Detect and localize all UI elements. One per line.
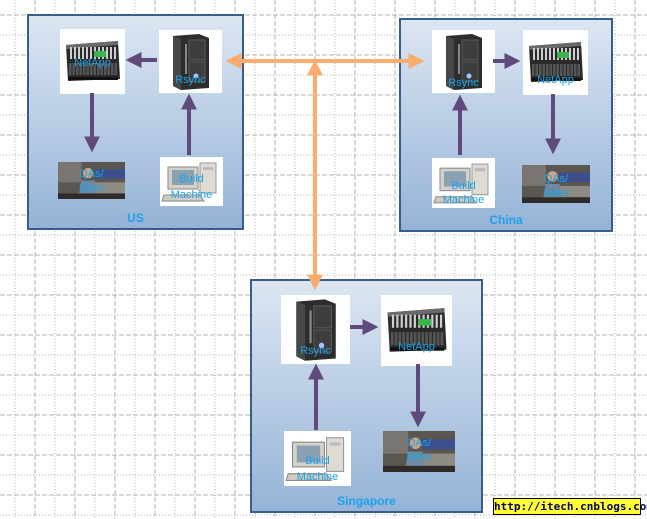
site-label: Singapore — [337, 494, 396, 508]
node-label: Build — [451, 180, 476, 192]
singapore-netapp-node[interactable]: NetApp — [381, 295, 452, 366]
node-label: Machine — [442, 194, 485, 206]
node-label: Machine — [296, 471, 339, 483]
node-label: QAs/ — [79, 168, 104, 180]
node-label: Rsync — [300, 345, 331, 357]
people-photo-icon — [383, 431, 455, 472]
china-rsync-node[interactable]: Rsync — [432, 30, 495, 93]
node-label: Devs — [543, 187, 569, 199]
storage-array-icon — [529, 42, 583, 82]
server-tower-icon — [173, 34, 209, 90]
us-build-node[interactable]: Build Machine — [160, 157, 223, 206]
people-photo-icon — [58, 162, 125, 199]
desktop-computer-icon — [161, 162, 217, 202]
people-photo-icon — [522, 165, 590, 203]
us-netapp-node[interactable]: NetApp — [60, 29, 125, 94]
watermark-url: http://itech.cnblogs.com/ — [493, 498, 647, 515]
node-label: Build — [179, 173, 204, 185]
singapore-rsync-node[interactable]: Rsync — [281, 295, 350, 364]
site-us: NetApp Rsync QAs/ Devs Build — [27, 14, 244, 230]
node-label: Rsync — [448, 77, 479, 89]
node-label: Devs — [406, 451, 432, 463]
desktop-computer-icon — [285, 437, 345, 481]
node-label: NetApp — [398, 341, 435, 353]
node-label: Rsync — [175, 74, 206, 86]
singapore-devs-node[interactable]: QAs/ Devs — [383, 431, 455, 472]
node-label: QAs/ — [406, 437, 432, 449]
node-label: Build — [305, 455, 330, 467]
server-tower-icon — [446, 34, 482, 90]
china-build-node[interactable]: Build Machine — [432, 158, 495, 208]
server-tower-icon — [296, 299, 336, 361]
storage-array-icon — [66, 41, 120, 81]
china-devs-node[interactable]: QAs/ Devs — [522, 165, 590, 203]
node-label: Machine — [170, 189, 213, 201]
site-label: US — [127, 211, 144, 225]
node-label: NetApp — [537, 74, 574, 86]
site-label: China — [489, 213, 523, 227]
node-label: QAs/ — [543, 173, 569, 185]
site-china: Rsync NetApp Build Machine Q — [399, 18, 613, 232]
us-rsync-node[interactable]: Rsync — [159, 30, 222, 93]
singapore-build-node[interactable]: Build Machine — [284, 431, 351, 486]
desktop-computer-icon — [433, 163, 489, 204]
site-singapore: Rsync NetApp Build Machine Q — [250, 279, 483, 513]
node-label: Devs — [78, 182, 105, 194]
storage-array-icon — [387, 308, 447, 352]
china-netapp-node[interactable]: NetApp — [523, 30, 588, 95]
us-devs-node[interactable]: QAs/ Devs — [58, 162, 125, 199]
node-label: NetApp — [74, 57, 111, 69]
